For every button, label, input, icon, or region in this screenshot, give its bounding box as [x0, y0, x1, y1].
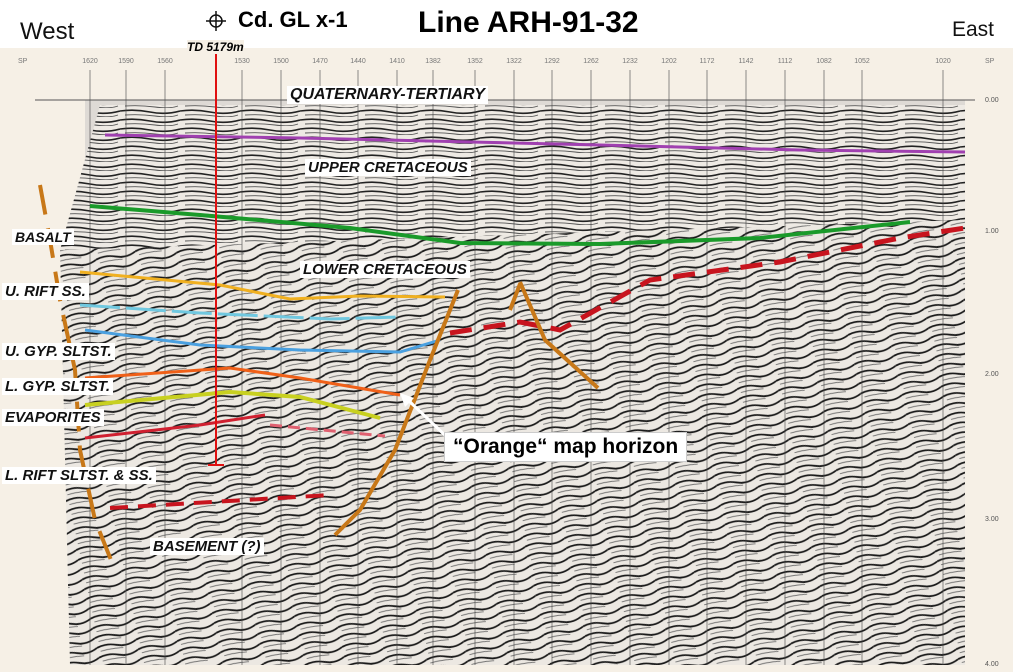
seismic-reflections-upper	[60, 105, 965, 250]
well-symbol-icon	[206, 11, 226, 31]
sp-tick-label: 1082	[816, 58, 832, 65]
label-lower-cretaceous: LOWER CRETACEOUS	[300, 261, 470, 278]
sp-tick-label: 1322	[506, 58, 522, 65]
label-l-gyp-sltst: L. GYP. SLTST.	[2, 378, 114, 395]
horizon-yellow	[79, 270, 446, 301]
horizon-red	[84, 413, 266, 440]
horizon-green	[89, 204, 911, 247]
sp-tick-label: 1500	[273, 58, 289, 65]
sp-tick-label: 1440	[350, 58, 366, 65]
west-label: West	[20, 18, 75, 45]
east-label: East	[952, 18, 995, 41]
sp-label-left: SP	[18, 58, 28, 65]
sp-tick-label: 1590	[118, 58, 134, 65]
label-upper-cretaceous: UPPER CRETACEOUS	[305, 159, 471, 176]
sp-tick-label: 1382	[425, 58, 441, 65]
label-u-gyp-sltst: U. GYP. SLTST.	[2, 343, 115, 360]
sp-tick-label: 1172	[699, 58, 715, 65]
unconformity-dashed	[449, 225, 966, 336]
label-u-rift-ss: U. RIFT SS.	[2, 283, 89, 300]
sp-label-right: SP	[985, 58, 995, 65]
sp-tick-label: 1530	[234, 58, 250, 65]
callout-arrow	[406, 398, 452, 442]
label-basement: BASEMENT (?)	[150, 538, 264, 555]
callout-arrowhead	[400, 393, 414, 407]
sp-tick-label: 1142	[738, 58, 754, 65]
line-title: Line ARH-91-32	[418, 6, 639, 39]
horizon-purple	[104, 133, 966, 154]
sp-tick-label: 1410	[389, 58, 405, 65]
sp-tick-label: 1470	[312, 58, 328, 65]
sp-tick-label: 1020	[935, 58, 951, 65]
horizon-lime	[84, 389, 381, 420]
time-label: 4.00	[985, 661, 999, 668]
label-quaternary-tertiary: QUATERNARY-TERTIARY	[287, 86, 488, 104]
horizon-red-dashed	[269, 423, 386, 438]
fault-east-branch	[508, 283, 522, 311]
horizon-cyan	[79, 303, 401, 321]
sp-tick-label: 1112	[777, 58, 793, 65]
fault-main	[333, 289, 460, 537]
label-l-rift: L. RIFT SLTST. & SS.	[2, 467, 156, 484]
time-label: 0.00	[985, 97, 999, 104]
sp-tick-label: 1262	[583, 58, 599, 65]
sp-tick-label: 1232	[622, 58, 638, 65]
sp-tick-label: 1352	[467, 58, 483, 65]
label-evaporites: EVAPORITES	[2, 409, 104, 426]
horizon-blue	[84, 328, 441, 354]
sp-tick-label: 1202	[661, 58, 677, 65]
sp-tick-label: 1052	[854, 58, 870, 65]
fault-east	[518, 281, 600, 390]
orange-horizon-callout: “Orange“ map horizon	[444, 432, 688, 462]
sp-tick-label: 1620	[82, 58, 98, 65]
sp-tick-label: 1292	[544, 58, 560, 65]
label-basalt: BASALT	[12, 229, 74, 245]
td-label: TD 5179m	[187, 40, 244, 54]
sp-tick-label: 1560	[157, 58, 173, 65]
time-label: 3.00	[985, 516, 999, 523]
horizon-orange	[84, 366, 401, 397]
basement-dashed	[109, 493, 331, 510]
time-label: 1.00	[985, 228, 999, 235]
time-label: 2.00	[985, 371, 999, 378]
well-name: Cd. GL x-1	[238, 7, 348, 32]
